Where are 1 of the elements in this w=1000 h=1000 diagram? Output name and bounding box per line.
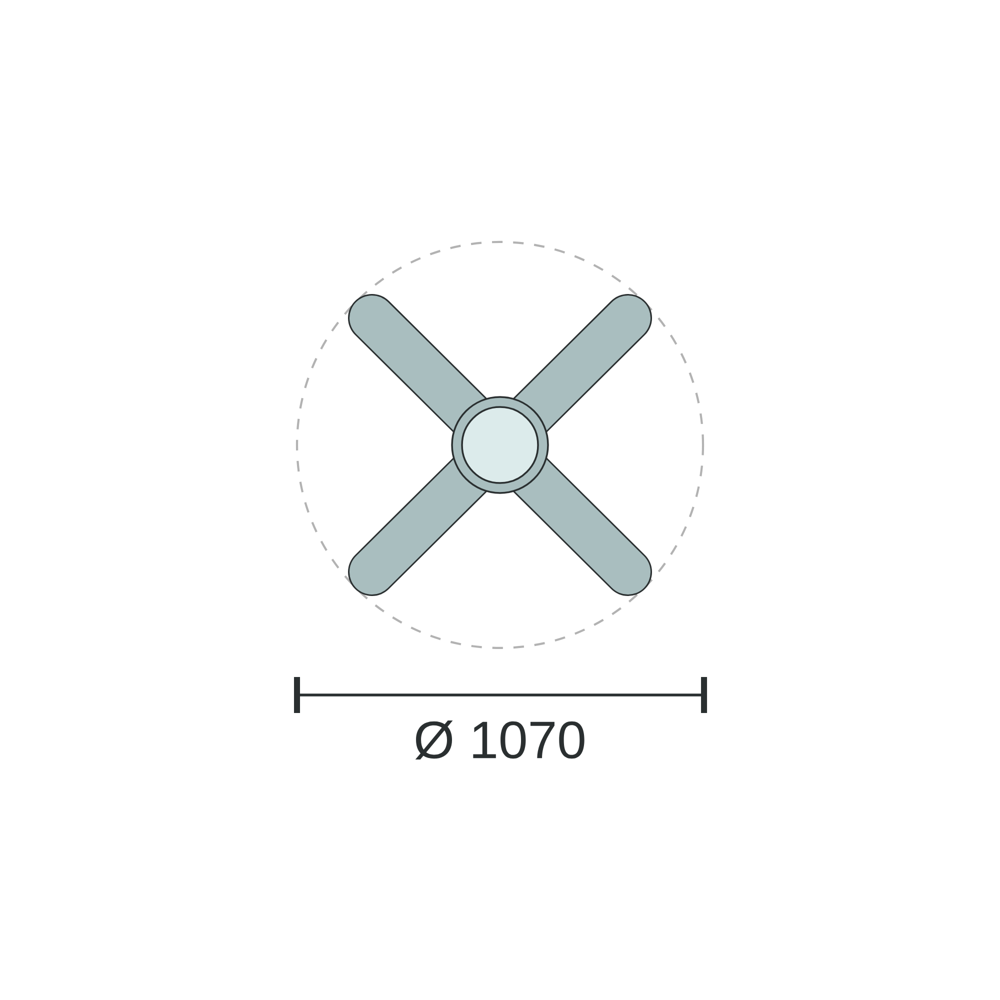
dimension-label: Ø 1070: [415, 720, 584, 760]
